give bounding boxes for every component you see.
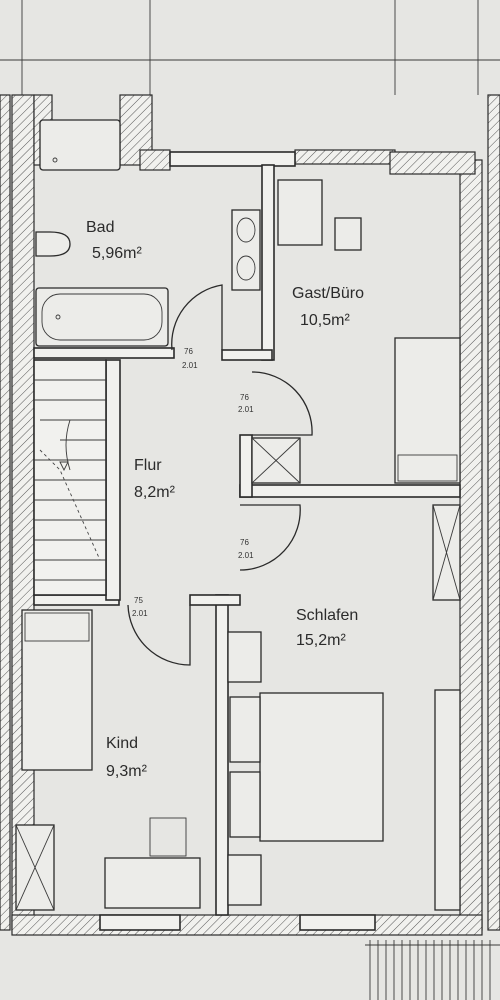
kid-bed — [21, 609, 93, 771]
door-schlafen-height: 2.01 — [238, 551, 254, 560]
label-kind: Kind — [106, 735, 138, 752]
nightstand-top — [229, 696, 261, 763]
label-gast: Gast/Büro — [292, 285, 364, 302]
wall-shelf — [434, 689, 461, 911]
door-gast-height: 2.01 — [238, 405, 254, 414]
bottom-railing — [365, 940, 500, 1000]
label-bad: Bad — [86, 219, 114, 236]
door-schlafen-width: 76 — [240, 538, 249, 547]
door-kind-height: 2.01 — [132, 609, 148, 618]
label-schlafen: Schlafen — [296, 607, 358, 624]
interior-walls — [33, 164, 461, 916]
doors — [127, 284, 313, 666]
area-flur: 8,2m² — [134, 484, 176, 501]
staircase — [33, 359, 107, 596]
door-bad-height: 2.01 — [182, 361, 198, 370]
area-schlafen: 15,2m² — [296, 632, 346, 649]
chair — [334, 217, 362, 251]
dresser — [227, 631, 262, 683]
nightstand-bottom — [229, 771, 261, 838]
area-gast: 10,5m² — [300, 312, 350, 329]
room-labels: Bad 5,96m² Gast/Büro 10,5m² Flur 8,2m² S… — [86, 219, 364, 780]
kind-furniture — [15, 609, 201, 911]
cabinet-bottom — [227, 854, 262, 906]
door-kind-width: 75 — [134, 596, 143, 605]
guest-bed — [394, 337, 461, 484]
area-kind: 9,3m² — [106, 763, 148, 780]
area-bad: 5,96m² — [92, 245, 142, 262]
bath-fixtures — [35, 119, 261, 347]
gast-furniture — [251, 179, 461, 484]
schlafen-furniture — [227, 504, 461, 911]
double-bed — [259, 692, 384, 842]
door-dimensions: 76 2.01 76 2.01 76 2.01 75 2.01 — [132, 347, 254, 618]
kid-desk — [104, 857, 201, 909]
desk — [277, 179, 323, 246]
label-flur: Flur — [134, 457, 162, 474]
door-bad-width: 76 — [184, 347, 193, 356]
double-sink — [231, 209, 261, 291]
shower-tray — [39, 119, 121, 171]
door-gast-width: 76 — [240, 393, 249, 402]
exterior-top — [0, 0, 500, 95]
toilet — [35, 231, 71, 257]
bathtub — [35, 287, 169, 347]
outer-walls — [0, 94, 500, 936]
